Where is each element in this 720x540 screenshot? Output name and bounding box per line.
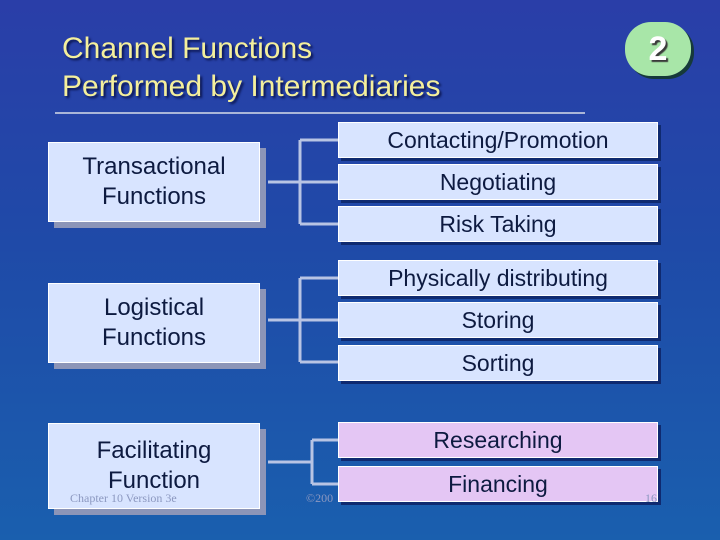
title-line-1: Channel Functions xyxy=(62,32,313,65)
category-label: Function xyxy=(107,467,201,494)
item-risk-taking: Risk Taking xyxy=(338,206,658,242)
category-facilitating: Facilitating Function xyxy=(48,423,260,509)
category-logistical: Logistical Functions xyxy=(48,283,260,363)
footer-page-number: 16 xyxy=(645,491,657,505)
category-label: Functions xyxy=(101,324,207,351)
connector-transactional xyxy=(268,138,338,226)
title-underline xyxy=(55,112,585,114)
title-line-2: Performed by Intermediaries xyxy=(62,70,441,103)
category-label: Functions xyxy=(101,183,207,210)
slide-number-badge: 2 xyxy=(625,22,691,76)
connector-logistical xyxy=(268,276,338,364)
category-transactional: Transactional Functions xyxy=(48,142,260,222)
item-financing: Financing xyxy=(338,466,658,502)
category-label: Logistical xyxy=(103,294,205,321)
footer-chapter: Chapter 10 Version 3e xyxy=(70,491,177,505)
connector-facilitating xyxy=(268,438,338,486)
item-negotiating: Negotiating xyxy=(338,164,658,200)
item-physically-distributing: Physically distributing xyxy=(338,260,658,296)
category-label: Facilitating xyxy=(96,437,212,464)
item-sorting: Sorting xyxy=(338,345,658,381)
item-researching: Researching xyxy=(338,422,658,458)
item-contacting-promotion: Contacting/Promotion xyxy=(338,122,658,158)
category-label: Transactional xyxy=(82,153,226,180)
item-storing: Storing xyxy=(338,302,658,338)
footer-copyright: ©200 xyxy=(306,491,334,505)
page-title: Channel Functions Performed by Intermedi… xyxy=(62,30,582,106)
